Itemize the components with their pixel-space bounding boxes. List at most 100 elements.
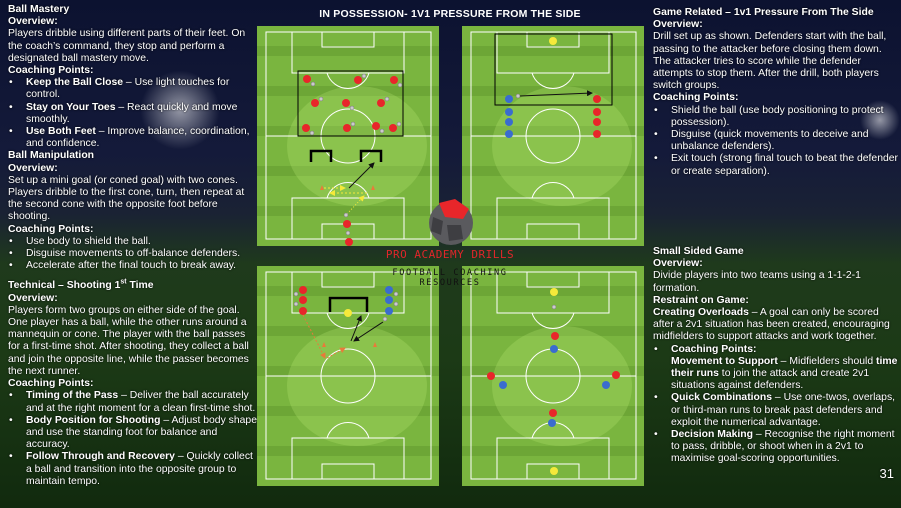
overview-label: Overview: [8, 292, 58, 304]
coaching-points-label: Coaching Points: [8, 223, 94, 235]
small-sided-game-section: Small Sided Game Overview: Divide player… [653, 246, 898, 481]
grass-stripe [462, 206, 644, 216]
player-red [345, 238, 353, 246]
six-yard-box [321, 271, 375, 288]
list-item: Keep the Ball Close – Use light touches … [8, 77, 260, 101]
grass-stripe [257, 166, 439, 176]
player-blue [385, 296, 393, 304]
overview-text: Divide players into two teams using a 1-… [653, 270, 861, 294]
player-blue [505, 130, 513, 138]
goal [309, 149, 333, 162]
coaching-points-label: Coaching Points: [8, 378, 94, 390]
grass-stripe [257, 326, 439, 336]
player-blue [499, 381, 507, 389]
pitch-highlight [492, 326, 632, 446]
ball-icon [397, 82, 403, 88]
list-item: Timing of the Pass – Deliver the ball ac… [8, 390, 260, 414]
player-red [593, 130, 601, 138]
goalkeeper-yellow [344, 309, 352, 317]
player-red [487, 372, 495, 380]
penalty-arc [531, 182, 575, 199]
pass-arrow [519, 90, 593, 97]
player-red [299, 296, 307, 304]
overview-text: Players form two groups on either side o… [8, 304, 249, 377]
player-red [612, 371, 620, 379]
ball-icon [318, 96, 324, 102]
overview-text: Players dribble using different parts of… [8, 28, 246, 64]
player-red [343, 220, 351, 228]
player-red [343, 124, 351, 132]
ball-icon [515, 93, 521, 99]
player-blue [505, 95, 513, 103]
goalkeeper-yellow [550, 467, 558, 475]
player-red [372, 122, 380, 130]
overview-text: Drill set up as shown. Defenders start w… [653, 31, 887, 92]
goal [359, 149, 383, 162]
brand-name: PRO ACADEMY DRILLS [385, 248, 515, 261]
section-title: Ball Manipulation [8, 150, 95, 162]
ball-icon [350, 121, 356, 127]
page-number: 31 [879, 465, 894, 481]
shooting-section: Technical – Shooting 1st Time Overview: … [8, 279, 260, 488]
list-item: Coaching Points:Movement to Support – Mi… [653, 344, 898, 393]
list-item: Use body to shield the ball. [8, 236, 260, 248]
overview-label: Overview: [653, 19, 703, 31]
grass-stripe [462, 366, 644, 376]
penalty-arc [531, 312, 575, 329]
six-yard-box [526, 271, 580, 288]
grid-area [297, 70, 404, 137]
pitch-highlight [287, 86, 427, 206]
list-item: Follow Through and Recovery – Quickly co… [8, 451, 260, 488]
section-title: Game Related – 1v1 Pressure From The Sid… [653, 7, 874, 18]
player-blue [385, 286, 393, 294]
ball-icon [382, 316, 388, 322]
list-item: Decision Making – Recognise the right mo… [653, 429, 898, 466]
player-red [593, 108, 601, 116]
ball-icon [361, 73, 367, 79]
player-red [593, 118, 601, 126]
section-title: Technical – Shooting 1st Time [8, 279, 154, 292]
overview-text: Set up a mini goal (or coned goal) with … [8, 174, 245, 223]
ball-icon [349, 105, 355, 111]
six-yard-box [526, 223, 580, 240]
coaching-points-label: Coaching Points: [8, 65, 94, 77]
penalty-arc [326, 72, 370, 89]
grass-stripe [462, 46, 644, 56]
pitch-1v1-pressure [462, 26, 644, 246]
pitch-highlight [492, 86, 632, 206]
player-red [299, 307, 307, 315]
player-red [390, 76, 398, 84]
restraint-text: Creating Overloads – A goal can only be … [653, 307, 890, 343]
ball-icon [293, 291, 299, 297]
ball-icon [393, 291, 399, 297]
pass-arrow [348, 162, 375, 189]
penalty-arc [326, 422, 370, 439]
grass-stripe [462, 86, 644, 96]
restraint-label: Restraint on Game: [653, 294, 749, 306]
pass-arrow [353, 321, 384, 342]
cone-icon [371, 185, 375, 190]
section-title: Ball Mastery [8, 4, 70, 15]
player-red [593, 95, 601, 103]
grass-stripe [257, 46, 439, 56]
grass-stripe [462, 126, 644, 136]
pitch-highlight [287, 326, 427, 446]
section-title: Small Sided Game [653, 246, 744, 257]
player-red [354, 76, 362, 84]
player-red [389, 124, 397, 132]
six-yard-box [526, 463, 580, 480]
list-item: Disguise movements to off-balance defend… [8, 248, 260, 260]
grass-stripe [257, 206, 439, 216]
player-blue [505, 118, 513, 126]
overview-label: Overview: [653, 258, 703, 270]
six-yard-box [321, 463, 375, 480]
overview-label: Overview: [8, 16, 58, 28]
grass-stripe [257, 86, 439, 96]
ball-icon [393, 301, 399, 307]
cone-icon [373, 342, 377, 347]
brand-tagline: FOOTBALL COACHING RESOURCES [392, 268, 508, 288]
six-yard-box [321, 31, 375, 48]
list-item: Use Both Feet – Improve balance, coordin… [8, 126, 260, 150]
player-red [303, 75, 311, 83]
grass-stripe [257, 366, 439, 376]
